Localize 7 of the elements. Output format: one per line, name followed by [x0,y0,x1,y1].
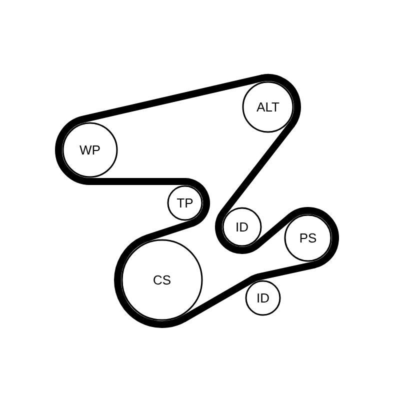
belt-segment [144,220,196,242]
belt-segment [254,213,294,248]
belt-segment [255,261,318,280]
belt-segment [86,178,188,185]
belt-segment [180,276,256,322]
belt-segment [80,74,266,123]
belt-segment [220,121,296,216]
